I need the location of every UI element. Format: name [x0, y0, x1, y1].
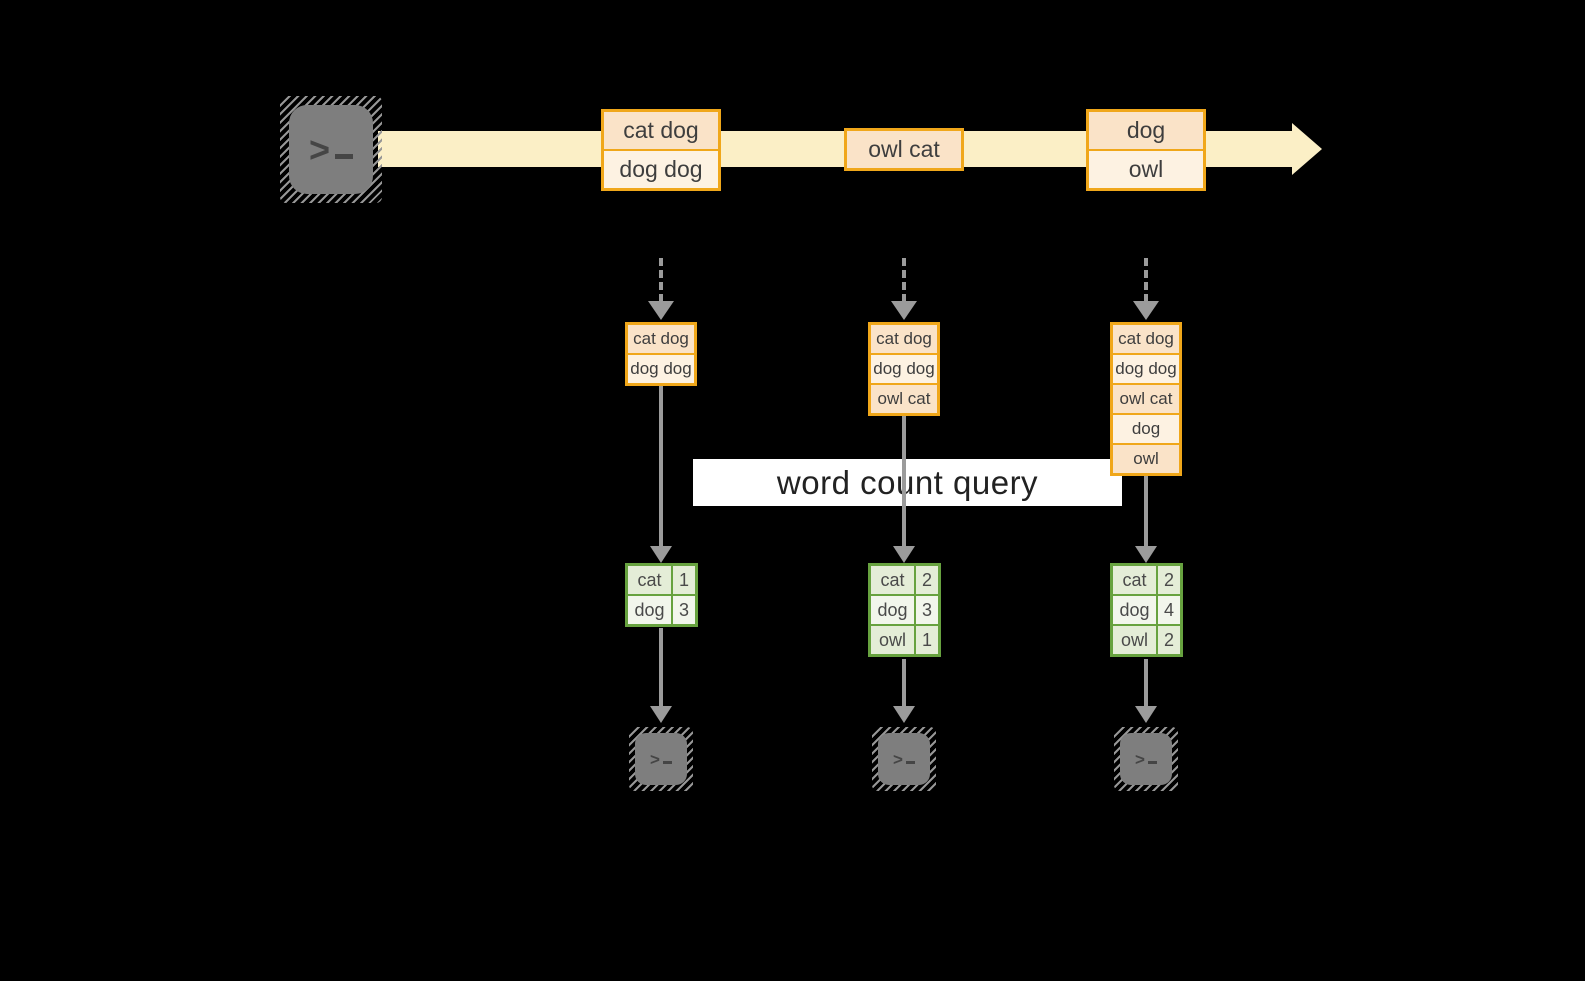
prompt-chevron-icon: > — [1135, 749, 1145, 769]
query-arrow-stem-3 — [1144, 474, 1148, 548]
state-stack-3: cat dog dog dog owl cat dog owl — [1110, 322, 1182, 476]
count-value-cell: 2 — [1158, 566, 1180, 594]
output-arrowhead-3 — [1135, 706, 1157, 723]
prompt-underscore-icon — [335, 154, 354, 159]
query-arrow-stem-2 — [902, 414, 906, 548]
sink-terminal-icon-3: > — [1114, 727, 1178, 791]
count-word-cell: dog — [628, 596, 671, 624]
count-word-cell: dog — [1113, 596, 1156, 624]
count-word-cell: cat — [628, 566, 671, 594]
stream-record: owl — [1089, 151, 1203, 188]
state-record: owl cat — [1113, 385, 1179, 413]
output-arrow-stem-1 — [659, 628, 663, 708]
prompt-chevron-icon: > — [308, 128, 331, 170]
prompt-underscore-icon — [662, 761, 672, 764]
query-label: word count query — [776, 463, 1039, 501]
state-record: cat dog — [628, 325, 694, 353]
output-arrow-stem-3 — [1144, 659, 1148, 708]
sink-terminal-icon-2: > — [872, 727, 936, 791]
stream-batch-2: owl cat — [844, 128, 964, 171]
query-arrowhead-3 — [1135, 546, 1157, 563]
count-value-cell: 3 — [916, 596, 938, 624]
query-label-band: word count query — [693, 459, 1122, 506]
output-arrowhead-1 — [650, 706, 672, 723]
state-record: dog dog — [628, 355, 694, 383]
ingest-arrow-stem-3 — [1144, 258, 1148, 302]
stream-batch-1: cat dog dog dog — [601, 109, 721, 191]
count-value-cell: 2 — [916, 566, 938, 594]
stream-record: cat dog — [604, 112, 718, 149]
terminal-prompt-icon: > — [893, 751, 915, 768]
state-record: owl cat — [871, 385, 937, 413]
terminal-screen: > — [878, 733, 930, 785]
count-table-1: cat 1 dog 3 — [625, 563, 698, 627]
count-value-cell: 4 — [1158, 596, 1180, 624]
state-record: dog — [1113, 415, 1179, 443]
count-value-cell: 1 — [916, 626, 938, 654]
count-word-cell: owl — [1113, 626, 1156, 654]
prompt-chevron-icon: > — [650, 749, 660, 769]
state-record: cat dog — [1113, 325, 1179, 353]
state-stack-1: cat dog dog dog — [625, 322, 697, 386]
stream-record: owl cat — [847, 131, 961, 168]
count-table-2: cat 2 dog 3 owl 1 — [868, 563, 941, 657]
output-arrowhead-2 — [893, 706, 915, 723]
output-arrow-stem-2 — [902, 659, 906, 708]
terminal-screen: > — [635, 733, 687, 785]
terminal-prompt-icon: > — [1135, 751, 1157, 768]
prompt-underscore-icon — [905, 761, 915, 764]
stream-record: dog dog — [604, 151, 718, 188]
terminal-prompt-icon: > — [308, 128, 354, 170]
count-table-3: cat 2 dog 4 owl 2 — [1110, 563, 1183, 657]
query-arrowhead-1 — [650, 546, 672, 563]
query-arrow-stem-1 — [659, 384, 663, 548]
count-word-cell: cat — [871, 566, 914, 594]
prompt-chevron-icon: > — [893, 749, 903, 769]
count-word-cell: dog — [871, 596, 914, 624]
stream-record: dog — [1089, 112, 1203, 149]
ingest-arrowhead-3 — [1133, 301, 1159, 320]
source-terminal-icon: > — [280, 96, 382, 203]
ingest-arrowhead-1 — [648, 301, 674, 320]
count-word-cell: owl — [871, 626, 914, 654]
query-arrowhead-2 — [893, 546, 915, 563]
count-word-cell: cat — [1113, 566, 1156, 594]
state-stack-2: cat dog dog dog owl cat — [868, 322, 940, 416]
terminal-prompt-icon: > — [650, 751, 672, 768]
terminal-screen: > — [289, 105, 373, 194]
ingest-arrow-stem-2 — [902, 258, 906, 302]
state-record: owl — [1113, 445, 1179, 473]
terminal-screen: > — [1120, 733, 1172, 785]
stream-batch-3: dog owl — [1086, 109, 1206, 191]
count-value-cell: 1 — [673, 566, 695, 594]
count-value-cell: 2 — [1158, 626, 1180, 654]
sink-terminal-icon-1: > — [629, 727, 693, 791]
stream-arrowhead — [1292, 123, 1322, 175]
ingest-arrowhead-2 — [891, 301, 917, 320]
state-record: dog dog — [871, 355, 937, 383]
state-record: dog dog — [1113, 355, 1179, 383]
count-value-cell: 3 — [673, 596, 695, 624]
ingest-arrow-stem-1 — [659, 258, 663, 302]
prompt-underscore-icon — [1147, 761, 1157, 764]
state-record: cat dog — [871, 325, 937, 353]
